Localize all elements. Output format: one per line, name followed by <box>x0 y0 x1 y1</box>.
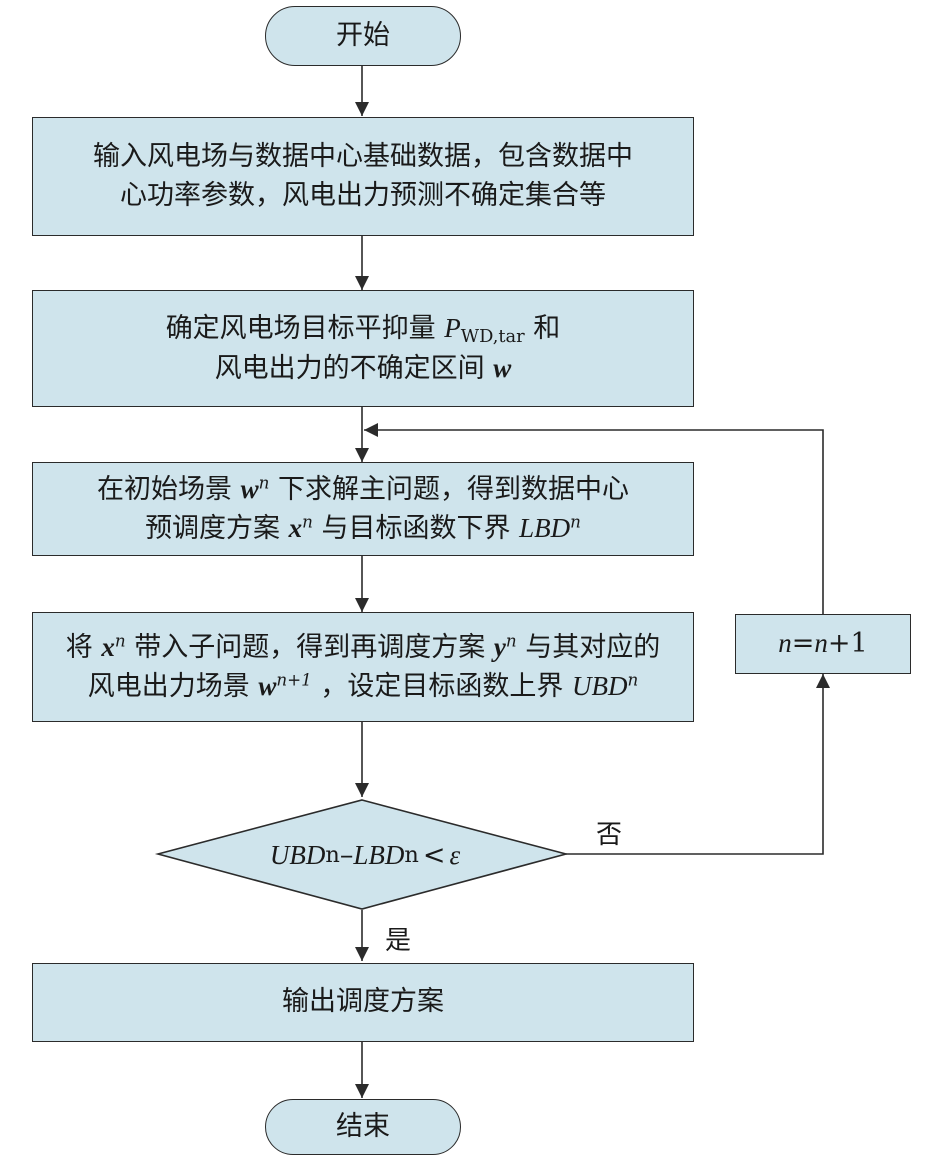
update-counter-step: n=n+1 <box>735 614 911 674</box>
superscript-n-plus-1: n+1 <box>276 669 312 690</box>
master-problem-step: 在初始场景 wn 下求解主问题，得到数据中心 预调度方案 xn 与目标函数下界 … <box>32 462 694 556</box>
symbol-w: w <box>240 473 259 504</box>
arrow-decision-no-to-update <box>566 674 830 855</box>
symbol-ubd: UBD <box>571 671 628 701</box>
start-terminator: 开始 <box>265 6 461 66</box>
input-line-2: 心功率参数，风电出力预测不确定集合等 <box>120 179 606 211</box>
symbol-y: y <box>493 631 506 662</box>
equals-sign: = <box>791 628 815 660</box>
output-label: 输出调度方案 <box>282 986 444 1018</box>
superscript-n: n <box>302 511 313 532</box>
branch-yes-label: 是 <box>385 926 412 956</box>
symbol-lbd: LBD <box>353 839 405 870</box>
target-text-c: 风电出力的不确定区间 <box>214 352 494 384</box>
target-line-1: 确定风电场目标平抑量 PWD,tar 和 <box>166 309 561 348</box>
superscript-n: n <box>325 842 340 868</box>
plus-one: +1 <box>827 628 868 660</box>
target-text-a: 确定风电场目标平抑量 <box>165 313 445 345</box>
symbol-x: x <box>288 513 303 543</box>
sub-text-a: 将 <box>65 631 102 663</box>
sub-text-b: 带入子问题，得到再调度方案 <box>125 631 494 663</box>
update-formula: n=n+1 <box>778 624 867 663</box>
symbol-n: n <box>814 628 828 659</box>
input-line-1: 输入风电场与数据中心基础数据，包含数据中 <box>93 141 633 173</box>
superscript-n: n <box>627 669 639 690</box>
superscript-n: n <box>404 842 419 868</box>
symbol-p: P <box>444 313 461 344</box>
symbol-ubd: UBD <box>269 839 326 870</box>
master-line-1: 在初始场景 wn 下求解主问题，得到数据中心 <box>97 470 629 509</box>
symbol-epsilon: ε <box>449 839 461 870</box>
superscript-n: n <box>570 511 581 532</box>
superscript-n: n <box>114 629 126 650</box>
end-label: 结束 <box>336 1110 390 1142</box>
sub-line-2: 风电出力场景 wn+1 ，设定目标函数上界 UBDn <box>66 667 660 706</box>
symbol-x: x <box>101 631 115 662</box>
subproblem-step: 将 xn 带入子问题，得到再调度方案 yn 与其对应的 风电出力场景 wn+1 … <box>32 612 694 722</box>
superscript-n: n <box>505 629 517 650</box>
master-text-a: 在初始场景 <box>97 473 241 505</box>
master-line-2: 预调度方案 xn 与目标函数下界 LBDn <box>97 509 629 548</box>
target-line-2: 风电出力的不确定区间 w <box>166 349 561 388</box>
master-text-c: 预调度方案 <box>145 513 289 544</box>
output-step: 输出调度方案 <box>32 963 694 1042</box>
sub-text-e: ，设定目标函数上界 <box>311 671 572 702</box>
sub-text-c: 与其对应的 <box>516 631 661 663</box>
branch-no-label: 否 <box>596 820 623 850</box>
symbol-n: n <box>778 628 792 659</box>
minus-sign: – <box>339 839 354 871</box>
symbol-lbd: LBD <box>519 513 571 543</box>
less-than-sign: < <box>422 839 446 871</box>
master-text-b: 下求解主问题，得到数据中心 <box>269 473 629 505</box>
master-text-d: 与目标函数下界 <box>312 513 520 544</box>
arrow-update-loop-back <box>364 423 824 614</box>
superscript-n: n <box>258 471 270 492</box>
decision-diamond <box>154 799 570 910</box>
sub-line-1: 将 xn 带入子问题，得到再调度方案 yn 与其对应的 <box>66 628 660 667</box>
end-terminator: 结束 <box>265 1099 461 1155</box>
input-data-step: 输入风电场与数据中心基础数据，包含数据中 心功率参数，风电出力预测不确定集合等 <box>32 117 694 236</box>
symbol-w: w <box>258 671 277 701</box>
sub-text-d: 风电出力场景 <box>87 671 259 702</box>
target-step: 确定风电场目标平抑量 PWD,tar 和 风电出力的不确定区间 w <box>32 290 694 407</box>
start-label: 开始 <box>336 19 390 51</box>
symbol-w: w <box>493 352 512 383</box>
subscript-wd-tar: WD,tar <box>460 326 525 348</box>
target-text-b: 和 <box>524 313 561 345</box>
